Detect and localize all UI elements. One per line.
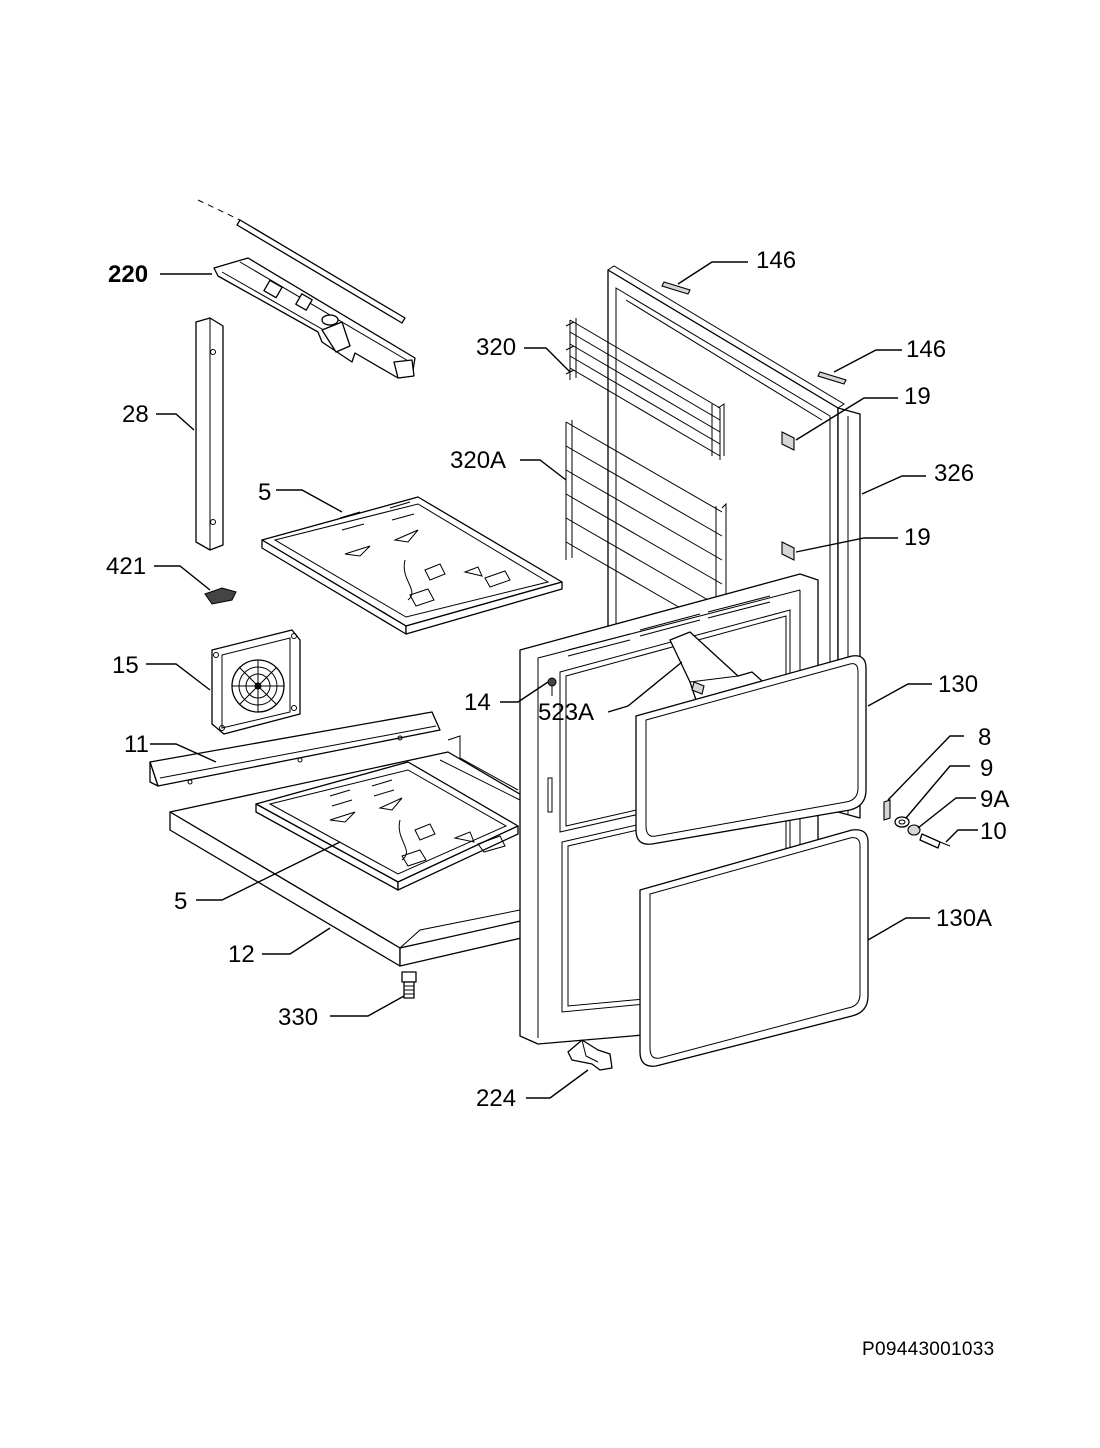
part-8-9-9A-10-small-parts — [883, 799, 951, 849]
callout-15: 15 — [112, 652, 139, 679]
part-19-clips — [781, 431, 795, 561]
part-320-shelf-rack — [565, 318, 725, 460]
callout-220: 220 — [108, 261, 148, 288]
part-15-fan-cover — [211, 629, 301, 735]
part-130-gasket — [635, 655, 867, 845]
part-5-lower-tray — [255, 761, 519, 891]
callout-421: 421 — [106, 553, 146, 580]
part-330-foot — [401, 971, 417, 999]
callout-5-lower: 5 — [174, 888, 187, 915]
part-320A-shelf-rack — [565, 420, 727, 640]
part-28-side-strip — [195, 317, 224, 551]
callout-12: 12 — [228, 941, 255, 968]
part-421-clip — [204, 587, 237, 605]
callout-130A: 130A — [936, 905, 992, 932]
callout-8: 8 — [978, 724, 991, 751]
callout-330: 330 — [278, 1004, 318, 1031]
callout-146-right: 146 — [906, 336, 946, 363]
leader-lines — [146, 261, 978, 1099]
part-224-bracket — [567, 1039, 613, 1071]
callout-28: 28 — [122, 401, 149, 428]
callout-11: 11 — [124, 731, 149, 758]
callout-224: 224 — [476, 1085, 516, 1112]
callout-326: 326 — [934, 460, 974, 487]
callout-5-upper: 5 — [258, 479, 271, 506]
callout-19-upper: 19 — [904, 383, 931, 410]
diagram-reference-code: P09443001033 — [862, 1339, 995, 1360]
callout-320A: 320A — [450, 447, 506, 474]
callout-10: 10 — [980, 818, 1007, 845]
callout-523A: 523A — [538, 699, 594, 726]
part-5-upper-tray — [261, 496, 563, 635]
callout-19-lower: 19 — [904, 524, 931, 551]
callout-320: 320 — [476, 334, 516, 361]
callout-labels: 146 146 220 320 320A 28 19 19 326 5 421 … — [106, 247, 1009, 1112]
callout-9: 9 — [980, 755, 993, 782]
part-220-top-bracket — [197, 199, 416, 379]
callout-9A: 9A — [980, 786, 1009, 813]
part-146-clips — [661, 281, 847, 385]
callout-130: 130 — [938, 671, 978, 698]
callout-14: 14 — [464, 689, 491, 716]
part-130A-gasket — [639, 829, 869, 1067]
callout-146-top: 146 — [756, 247, 796, 274]
part-11-front-rail — [149, 711, 441, 787]
